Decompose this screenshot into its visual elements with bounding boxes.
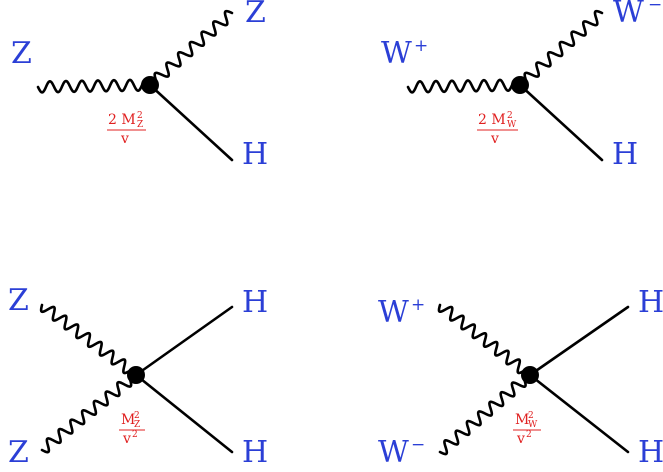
upper-boson-charge: + <box>411 295 425 315</box>
coupling-denominator-power: 2 <box>526 430 532 440</box>
coupling-label: M 2 W v 2 <box>513 411 541 447</box>
coupling-denominator-power: 2 <box>132 430 138 440</box>
lower-boson-line <box>40 371 138 454</box>
upper-boson-label: Z <box>8 283 29 318</box>
higgs-label: H <box>612 137 638 172</box>
incoming-boson-line <box>406 78 522 94</box>
incoming-boson-charge: + <box>414 36 428 56</box>
diagram-zzhh: Z Z H H M 2 Z v 2 <box>8 283 268 470</box>
coupling-subscript: Z <box>137 120 143 130</box>
upper-boson-label: W <box>378 295 409 330</box>
coupling-numerator: M <box>121 412 135 428</box>
outgoing-boson-label: W <box>613 0 644 30</box>
lower-higgs-label: H <box>242 435 268 470</box>
upper-higgs-line <box>134 305 234 377</box>
coupling-subscript: W <box>528 420 538 430</box>
coupling-label: 2 M 2 Z v <box>107 111 146 147</box>
coupling-denominator: v <box>120 131 129 147</box>
lower-boson-label: W <box>378 435 409 470</box>
outgoing-boson-label: Z <box>245 0 266 30</box>
higgs-label: H <box>242 137 268 172</box>
higgs-line <box>148 83 234 162</box>
coupling-subscript: Z <box>134 420 140 430</box>
coupling-power: 2 <box>528 411 534 421</box>
vertex-dot <box>141 76 159 94</box>
coupling-power: 2 <box>137 111 143 121</box>
coupling-denominator: v <box>490 131 499 147</box>
vertex-dot <box>127 366 145 384</box>
outgoing-boson-line <box>518 9 604 89</box>
coupling-label: 2 M 2 W v <box>477 111 518 147</box>
lower-higgs-line <box>134 373 234 454</box>
coupling-numerator: 2 M <box>108 112 136 128</box>
coupling-numerator: M <box>515 412 529 428</box>
higgs-line <box>518 83 604 162</box>
diagram-zzh: Z Z H 2 M 2 Z v <box>11 0 268 172</box>
upper-boson-line <box>39 303 139 377</box>
lower-boson-charge: − <box>411 435 425 455</box>
upper-higgs-label: H <box>638 285 663 320</box>
coupling-numerator: 2 M <box>478 112 506 128</box>
upper-higgs-line <box>528 305 630 377</box>
lower-boson-line <box>438 371 532 456</box>
coupling-power: 2 <box>507 111 513 121</box>
incoming-boson-label: W <box>381 36 412 71</box>
upper-higgs-label: H <box>242 285 268 320</box>
diagram-wwh: W + W − H 2 M 2 W v <box>381 0 662 172</box>
coupling-power: 2 <box>134 411 140 421</box>
vertex-dot <box>511 76 529 94</box>
coupling-denominator: v <box>516 431 525 447</box>
coupling-subscript: W <box>507 120 517 130</box>
incoming-boson-label: Z <box>11 36 32 71</box>
lower-boson-label: Z <box>8 435 29 470</box>
diagram-wwhh: W + W − H H M 2 W v 2 <box>378 285 663 470</box>
outgoing-boson-charge: − <box>648 0 662 15</box>
coupling-label: M 2 Z v 2 <box>119 411 145 447</box>
incoming-boson-line <box>36 78 152 94</box>
outgoing-boson-line <box>148 9 234 89</box>
lower-higgs-label: H <box>638 435 663 470</box>
upper-boson-line <box>437 303 533 377</box>
coupling-denominator: v <box>122 431 131 447</box>
vertex-dot <box>521 366 539 384</box>
lower-higgs-line <box>528 373 630 454</box>
